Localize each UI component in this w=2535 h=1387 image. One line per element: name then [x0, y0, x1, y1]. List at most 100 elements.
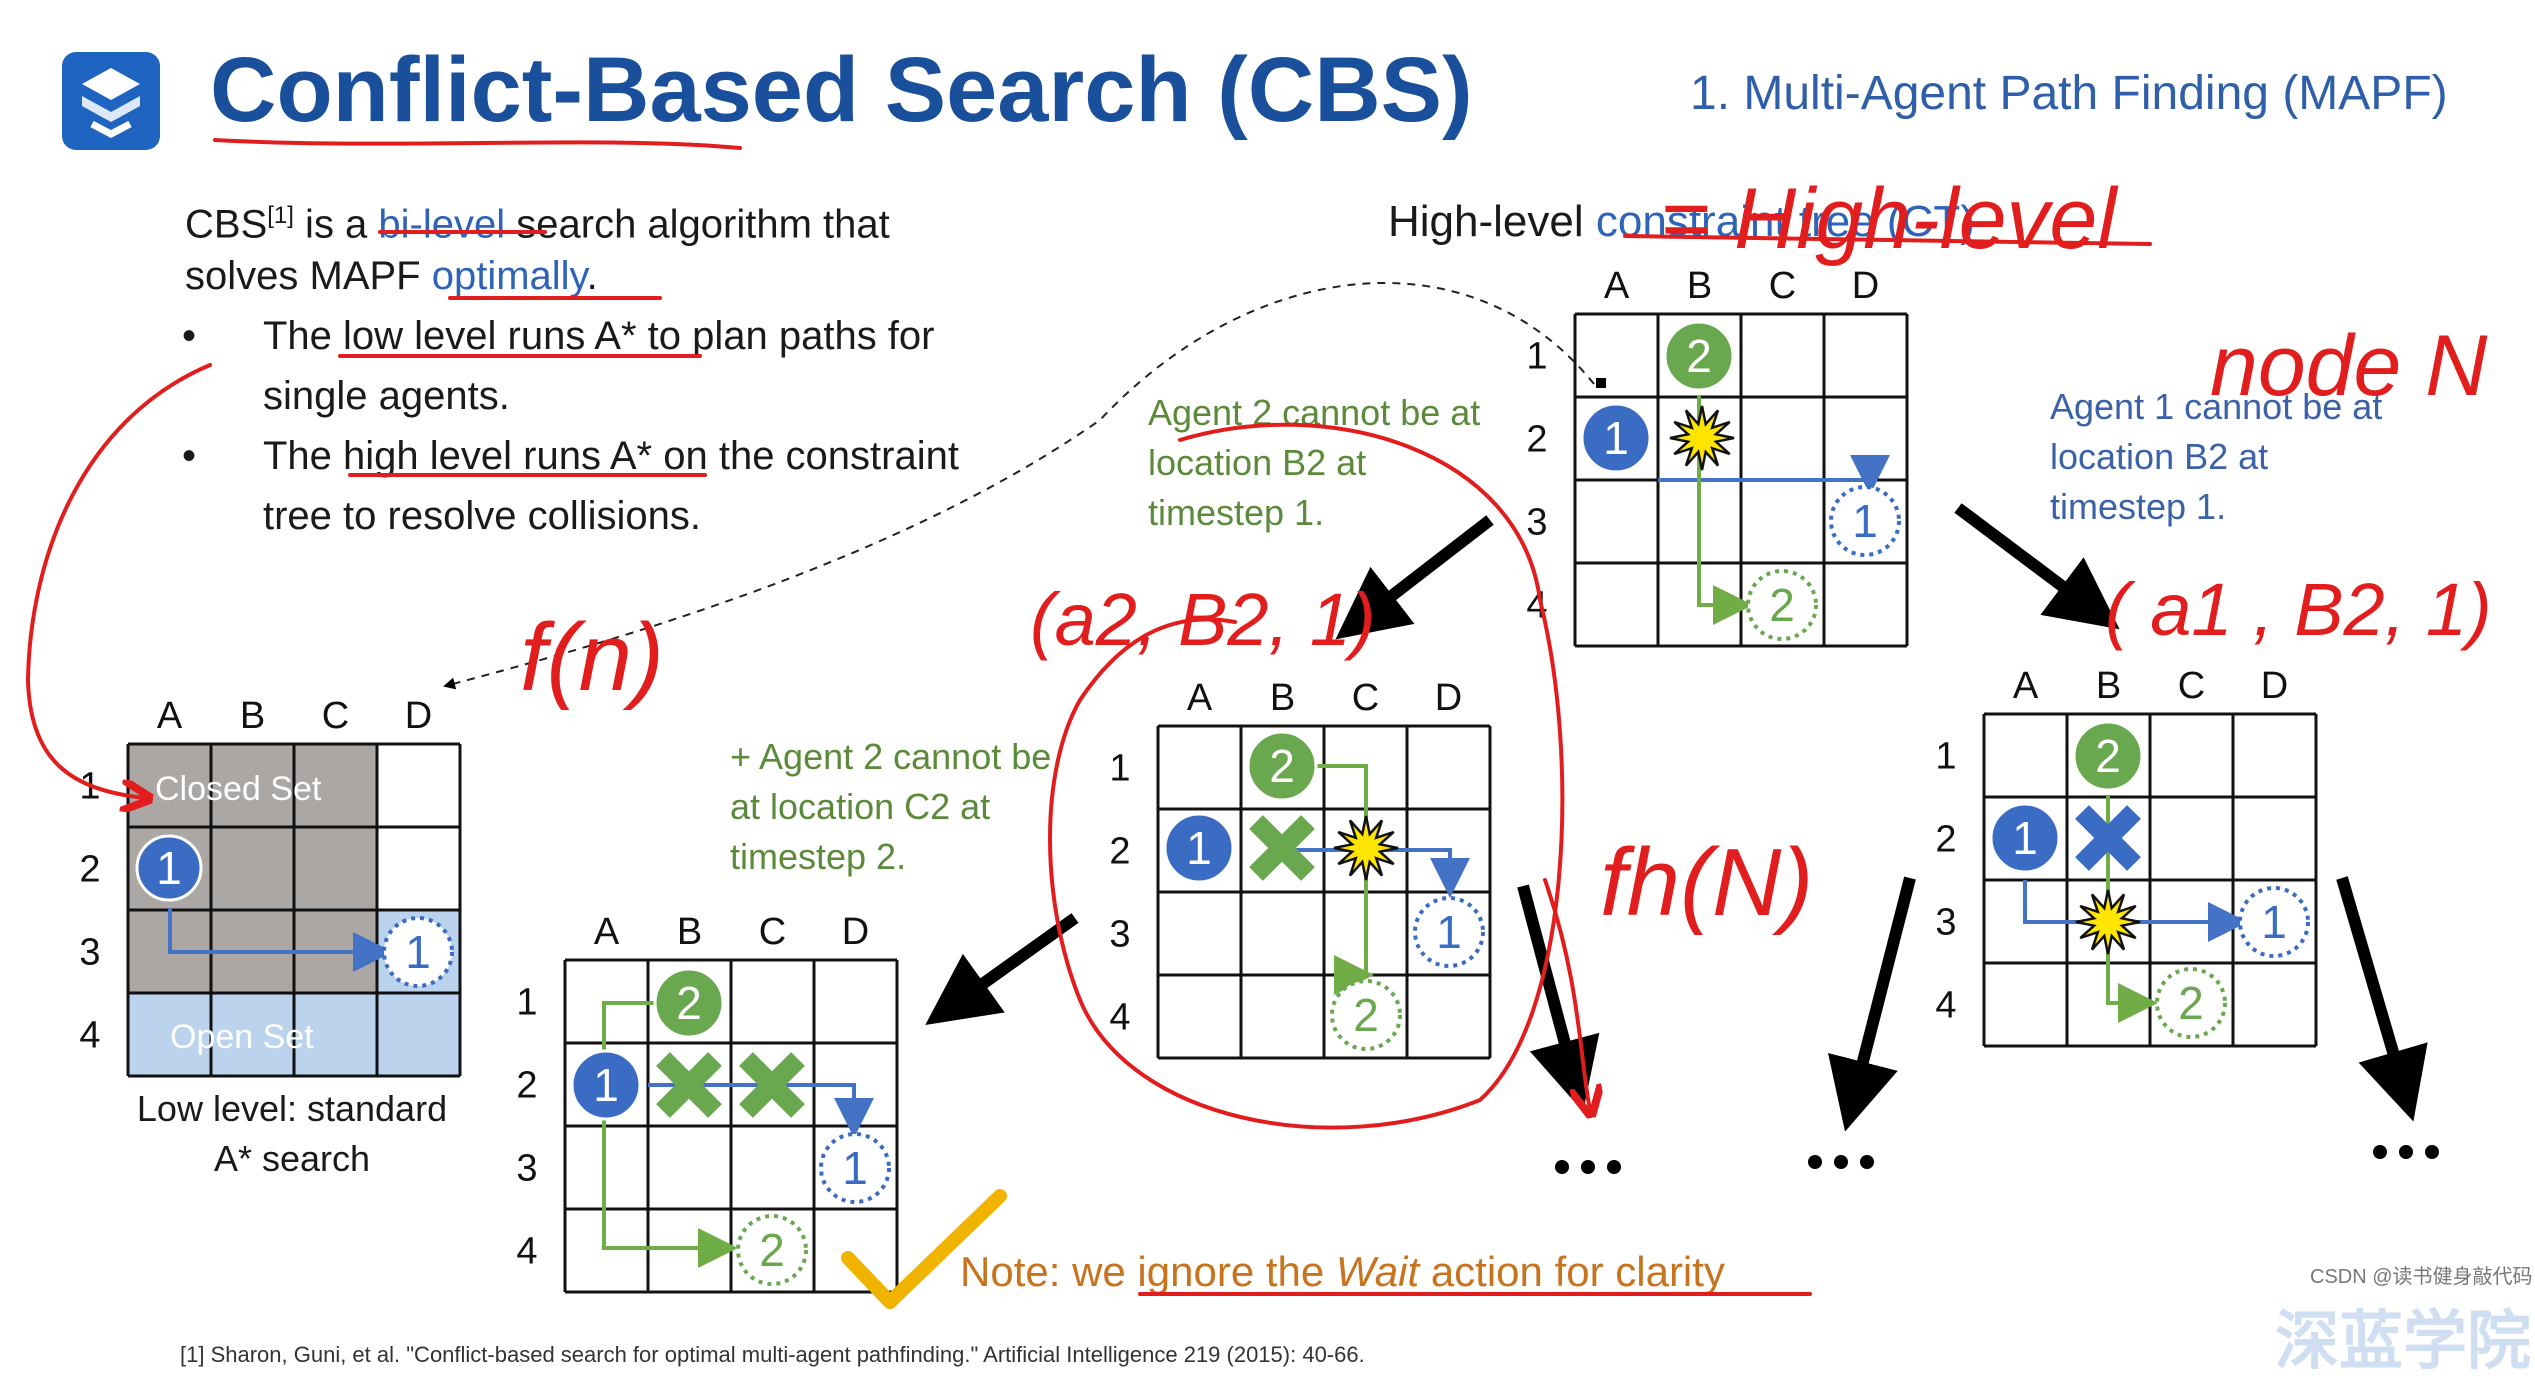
column-label: A: [594, 911, 620, 953]
agent-goal-label: 1: [1852, 495, 1878, 547]
note-line: timestep 1.: [2050, 486, 2227, 527]
intro-text: is a: [293, 202, 379, 247]
note-prefix: Note:: [960, 1248, 1073, 1295]
agent-label: 2: [1686, 330, 1712, 382]
agent-goal: [2238, 886, 2310, 958]
row-label: 3: [1935, 902, 1956, 944]
row-label: 3: [1109, 914, 1130, 956]
handwriting-left-tuple: (a2, B2, 1): [1030, 578, 1376, 661]
left-constraint-note: Agent 2 cannot be at location B2 at time…: [1148, 388, 1480, 538]
annotation-underline: [1623, 234, 2152, 246]
path-line: [168, 908, 393, 972]
bullet-1-line-2: single agents.: [263, 374, 510, 418]
section-title: 1. Multi-Agent Path Finding (MAPF): [1690, 67, 2448, 120]
column-label: B: [240, 695, 265, 737]
annotation-underline: [213, 138, 742, 150]
row-label: 2: [1109, 831, 1130, 873]
page-title: Conflict-Based Search (CBS): [210, 39, 1473, 141]
note-line: at location C2 at: [730, 786, 991, 827]
row-label: 3: [516, 1148, 537, 1190]
caption-line: Low level: standard: [136, 1088, 448, 1129]
closed-set-label: Closed Set: [155, 770, 322, 808]
agent-marker: [1163, 812, 1235, 884]
agent-marker: [1989, 802, 2061, 874]
ellipsis-dot: [1834, 1155, 1848, 1169]
row-label: 2: [1526, 419, 1547, 461]
row-label: 1: [1526, 336, 1547, 378]
logo-icon: [62, 52, 160, 150]
bullet-marker: •: [182, 314, 197, 358]
ellipsis-dot: [1555, 1160, 1569, 1174]
row-label: 2: [79, 849, 100, 891]
ellipsis-dot: [1808, 1155, 1822, 1169]
csdn-watermark: CSDN @读书健身敲代码: [2310, 1266, 2533, 1288]
plus-constraint-note: + Agent 2 cannot be at location C2 at ti…: [730, 732, 1051, 882]
note-text: we ignore the: [1072, 1248, 1336, 1295]
column-label: C: [1769, 265, 1796, 307]
agent-goal: [1746, 569, 1818, 641]
column-label: A: [1604, 265, 1630, 307]
column-label: B: [1687, 265, 1712, 307]
column-label: D: [2261, 665, 2288, 707]
agent-marker: [135, 834, 203, 902]
agent-label: 1: [1186, 822, 1212, 874]
path-line: [648, 1083, 874, 1138]
ct-heading-prefix: High-level: [1388, 197, 1596, 246]
agent-marker: [570, 1049, 642, 1121]
note-italic: Wait: [1335, 1248, 1420, 1295]
row-label: 4: [1935, 985, 1956, 1027]
agent-goal: [819, 1132, 891, 1204]
tree-branch-arrow: [1335, 515, 1494, 640]
bullet-marker: •: [182, 434, 197, 478]
intro-text: .: [586, 254, 598, 298]
row-label: 1: [1109, 748, 1130, 790]
tree-branch-arrow: [1954, 503, 2120, 630]
column-label: B: [1270, 677, 1295, 719]
row-label: 1: [1935, 736, 1956, 778]
agent-goal: [2155, 967, 2227, 1039]
column-label: C: [1352, 677, 1379, 719]
handwriting-node: node N: [2210, 318, 2488, 414]
note-line: timestep 2.: [730, 836, 907, 877]
intro-text: search algorithm that: [505, 202, 890, 247]
bullet-1-line-1: The low level runs A* to plan paths for: [263, 314, 935, 358]
handwriting-eq: = High-level: [1660, 171, 2119, 267]
row-label: 4: [79, 1015, 100, 1057]
annotation-circle: [1048, 422, 1565, 1130]
column-label: A: [2013, 665, 2039, 707]
ellipsis-dot: [1860, 1155, 1874, 1169]
agent-goal-label: 1: [2261, 896, 2287, 948]
note-line: location B2 at: [1148, 442, 1367, 483]
column-label: A: [157, 695, 183, 737]
tree-branch-arrow: [2336, 876, 2428, 1122]
citation: [1] Sharon, Guni, et al. "Conflict-based…: [180, 1342, 1365, 1367]
agent-goal-label: 1: [842, 1142, 868, 1194]
ellipsis-dot: [1581, 1160, 1595, 1174]
path-line: [2106, 796, 2158, 1023]
agent-label: 1: [593, 1059, 619, 1111]
agent-marker: [1580, 402, 1652, 474]
column-label: D: [1435, 677, 1462, 719]
path-line: [1697, 395, 1753, 625]
row-label: 4: [1109, 997, 1130, 1039]
intro-line-2: solves MAPF optimally.: [185, 246, 598, 306]
column-label: C: [759, 911, 786, 953]
cbs-term: CBS: [185, 202, 268, 247]
handwriting-fn: f(n): [520, 604, 664, 711]
note-line: timestep 1.: [1148, 492, 1325, 533]
intro-line-1: CBS[1] is a bi-level search algorithm th…: [185, 186, 890, 254]
agent-goal: [1829, 485, 1901, 557]
row-label: 4: [516, 1231, 537, 1273]
agent-goal-label: 2: [2178, 977, 2204, 1029]
agent-marker: [2072, 720, 2144, 792]
column-label: C: [322, 695, 349, 737]
agent-goal: [382, 916, 454, 988]
agent-label: 1: [156, 842, 182, 894]
row-label: 3: [79, 932, 100, 974]
agent-label: 1: [1603, 412, 1629, 464]
